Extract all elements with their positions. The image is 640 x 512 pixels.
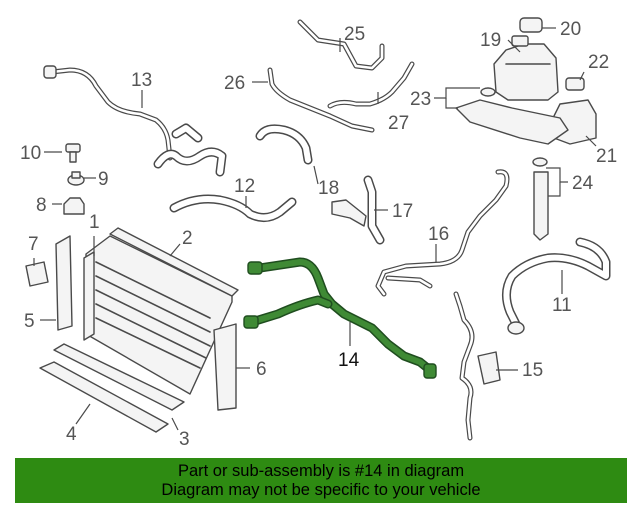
part-6-side-panel xyxy=(213,323,237,411)
callout-labels: 1 2 3 4 5 6 7 8 9 10 11 12 13 14 15 16 1… xyxy=(20,19,617,450)
part-11-hose xyxy=(502,237,611,335)
callout-20: 20 xyxy=(560,19,581,40)
part-14-highlighted-hose xyxy=(243,257,437,379)
part-15-pipe xyxy=(453,291,501,441)
callout-14-highlighted: 14 xyxy=(338,350,360,371)
part-12-hose xyxy=(169,194,297,222)
part-8-mount xyxy=(63,197,85,215)
part-16-pipe xyxy=(375,169,510,297)
callout-26: 26 xyxy=(224,73,245,94)
callout-6: 6 xyxy=(256,359,267,380)
callout-1: 1 xyxy=(89,212,100,233)
callout-2: 2 xyxy=(182,228,193,249)
part-24-bracket xyxy=(532,157,549,241)
callout-17: 17 xyxy=(392,201,413,222)
callout-8: 8 xyxy=(36,195,47,216)
callout-27: 27 xyxy=(388,113,409,134)
callout-10: 10 xyxy=(20,143,41,164)
part-22-cap xyxy=(565,77,585,91)
leader-lines xyxy=(33,27,597,431)
part-25-pipe xyxy=(297,19,385,71)
callout-5: 5 xyxy=(24,311,35,332)
part-2-radiator xyxy=(85,227,239,395)
part-3-lower-panel xyxy=(53,343,185,411)
part-19-expansion-tank xyxy=(493,35,559,101)
part-26-pipe xyxy=(267,67,375,133)
callout-7: 7 xyxy=(28,234,39,255)
part-9-clip xyxy=(67,171,85,186)
callout-22: 22 xyxy=(588,52,609,73)
callout-3: 3 xyxy=(179,429,190,450)
part-10-bolt xyxy=(65,143,81,163)
callout-25: 25 xyxy=(344,24,365,45)
callout-23: 23 xyxy=(410,89,431,110)
part-1-radiator-side xyxy=(83,251,95,341)
callout-21: 21 xyxy=(596,146,617,167)
part-20-cap xyxy=(519,17,543,33)
callout-18: 18 xyxy=(318,178,339,199)
part-18-hose xyxy=(255,124,313,165)
callout-24: 24 xyxy=(572,173,594,194)
part-5-side-panel xyxy=(55,235,73,331)
callout-16: 16 xyxy=(428,224,449,245)
callout-9: 9 xyxy=(98,169,109,190)
callout-11: 11 xyxy=(552,295,572,316)
part-7-clip xyxy=(25,261,49,287)
part-27-pipe xyxy=(327,61,415,109)
part-4-lower-panel xyxy=(39,361,169,433)
callout-19: 19 xyxy=(480,30,501,51)
part-17-bracket xyxy=(331,175,385,245)
banner-line-part: Part or sub-assembly is #14 in diagram xyxy=(177,462,465,480)
callout-4: 4 xyxy=(66,424,77,445)
callout-12: 12 xyxy=(234,176,255,197)
banner-line-disclaimer: Diagram may not be specific to your vehi… xyxy=(161,481,481,499)
info-banner: Part or sub-assembly is #14 in diagram D… xyxy=(15,458,627,503)
callout-13: 13 xyxy=(131,70,152,91)
part-23-plate xyxy=(455,87,569,145)
part-13-pipe xyxy=(43,65,227,177)
callout-15: 15 xyxy=(522,360,543,381)
